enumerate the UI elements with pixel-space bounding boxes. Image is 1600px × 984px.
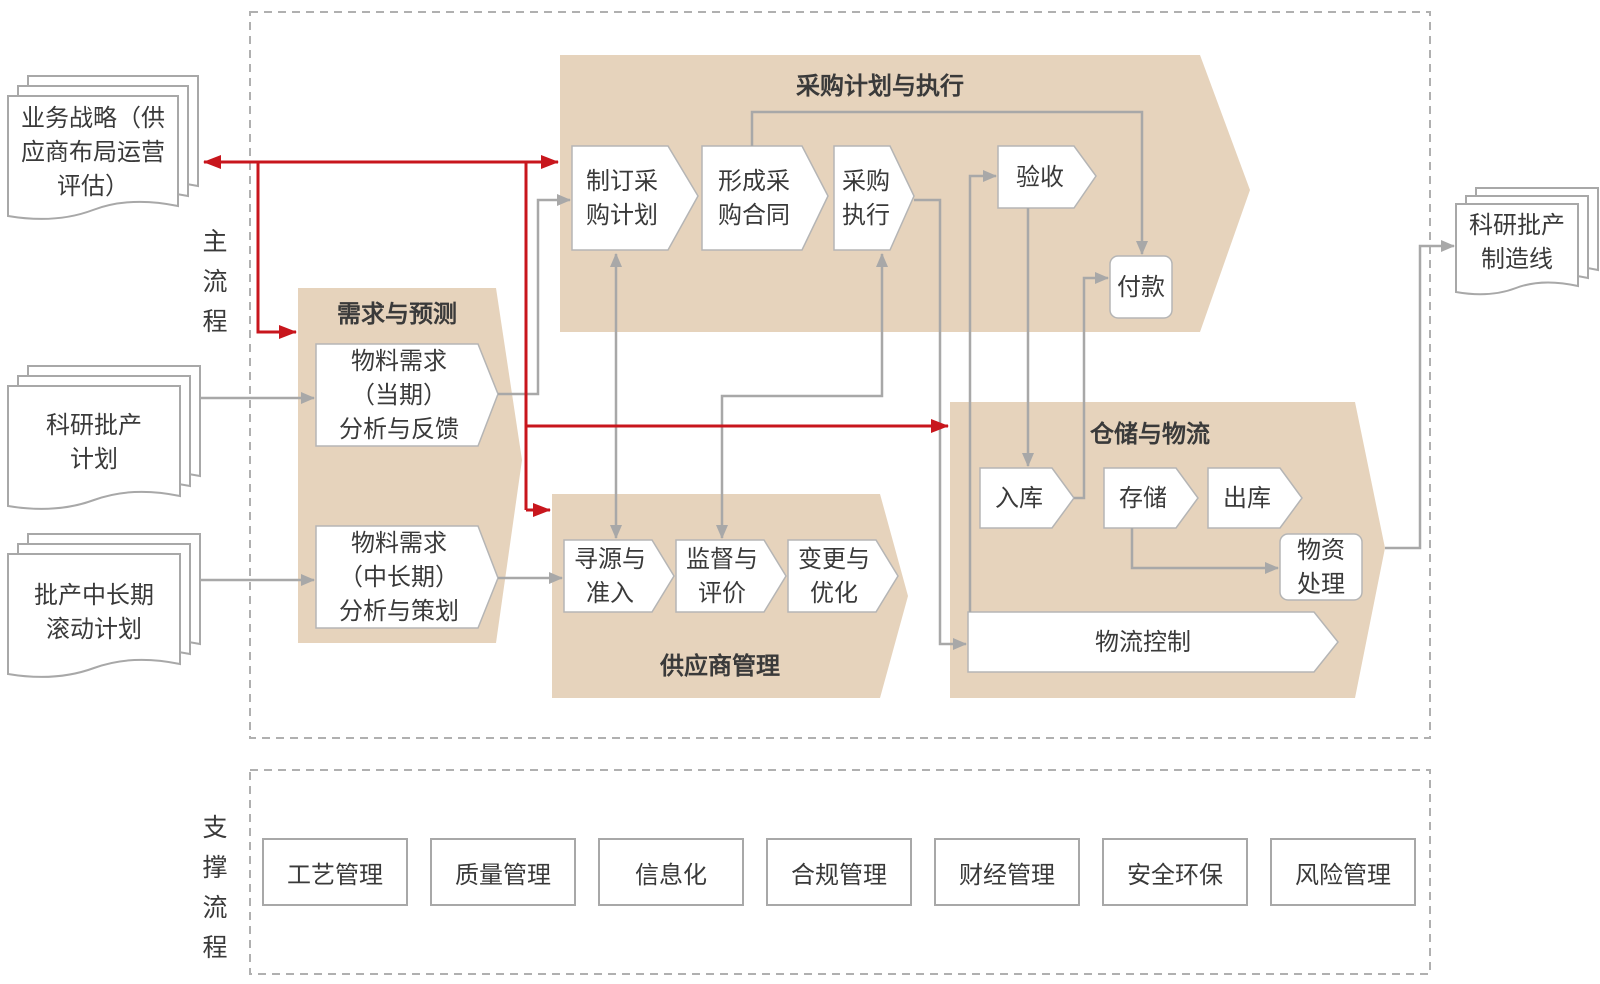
storage-label: 存储 bbox=[1119, 484, 1167, 512]
plan-chevron bbox=[571, 145, 699, 251]
logistics-label: 物流控制 bbox=[1095, 628, 1191, 656]
storage-chevron bbox=[1103, 467, 1199, 529]
monitor-to-execute-line bbox=[716, 253, 888, 539]
outbound-label: 出库 bbox=[1223, 484, 1271, 512]
supplier-title: 供应商管理 bbox=[660, 652, 780, 680]
inspect-chevron bbox=[997, 145, 1097, 209]
research-plan-doc bbox=[7, 365, 201, 510]
logistics-chevron bbox=[967, 611, 1339, 673]
support-process-compliance: 合规管理 bbox=[766, 838, 912, 906]
output-label: 科研批产 制造线 bbox=[1469, 211, 1565, 273]
storage-to-materials-line bbox=[1130, 528, 1279, 574]
rolling-plan-label: 批产中长期 滚动计划 bbox=[34, 581, 154, 643]
support-process-risk: 风险管理 bbox=[1270, 838, 1416, 906]
inbound-label: 入库 bbox=[995, 484, 1043, 512]
output-doc bbox=[1455, 187, 1599, 296]
sourcing-chevron bbox=[563, 539, 675, 613]
support-process-finance: 财经管理 bbox=[934, 838, 1080, 906]
support-process-craft: 工艺管理 bbox=[262, 838, 408, 906]
contract-label: 形成采 购合同 bbox=[718, 167, 790, 229]
contract-to-payment-line bbox=[750, 110, 1148, 255]
execute-label: 采购 执行 bbox=[842, 167, 890, 229]
change-label: 变更与 优化 bbox=[798, 545, 870, 607]
demand-longterm-chevron bbox=[315, 525, 499, 629]
demand-current-chevron bbox=[315, 343, 499, 447]
rolling-plan-doc bbox=[7, 533, 201, 678]
plan-label: 制订采 购计划 bbox=[586, 167, 658, 229]
payment-box bbox=[1109, 255, 1173, 319]
main-flow-container bbox=[249, 11, 1431, 739]
support-flow-label: 支撑流程 bbox=[202, 813, 228, 962]
inspect-label: 验收 bbox=[1016, 163, 1064, 191]
main-flow-label: 主流程 bbox=[202, 227, 228, 336]
demand-current-label: 物料需求 （当期） 分析与反馈 bbox=[339, 347, 459, 443]
support-flow-container bbox=[249, 769, 1431, 975]
research-plan-label: 科研批产 计划 bbox=[46, 411, 142, 473]
outbound-chevron bbox=[1207, 467, 1303, 529]
warehouse-title: 仓储与物流 bbox=[1090, 420, 1210, 448]
support-process-quality: 质量管理 bbox=[430, 838, 576, 906]
inbound-to-payment-line bbox=[1074, 272, 1109, 500]
warehouse-to-output-line bbox=[1385, 240, 1455, 550]
demand-longterm-label: 物料需求 （中长期） 分析与策划 bbox=[339, 529, 459, 625]
monitor-chevron bbox=[675, 539, 787, 613]
payment-label: 付款 bbox=[1117, 273, 1165, 301]
procurement-title: 采购计划与执行 bbox=[796, 72, 964, 100]
logistics-to-inspect-line bbox=[968, 170, 997, 612]
contract-chevron bbox=[701, 145, 829, 251]
demand-title: 需求与预测 bbox=[337, 300, 457, 328]
inbound-chevron bbox=[979, 467, 1075, 529]
monitor-label: 监督与 评价 bbox=[686, 545, 758, 607]
materials-label: 物资 处理 bbox=[1297, 536, 1345, 598]
support-process-safety: 安全环保 bbox=[1102, 838, 1248, 906]
support-process-informatization: 信息化 bbox=[598, 838, 744, 906]
sourcing-label: 寻源与 准入 bbox=[574, 545, 646, 607]
change-chevron bbox=[787, 539, 899, 613]
business-strategy-doc bbox=[7, 75, 199, 220]
materials-box bbox=[1279, 533, 1363, 601]
demand-to-plan-line bbox=[498, 194, 571, 396]
business-strategy-label: 业务战略（供 应商布局运营 评估） bbox=[21, 104, 165, 200]
execute-chevron bbox=[833, 145, 915, 251]
red-to-demand-arrow bbox=[256, 162, 297, 339]
